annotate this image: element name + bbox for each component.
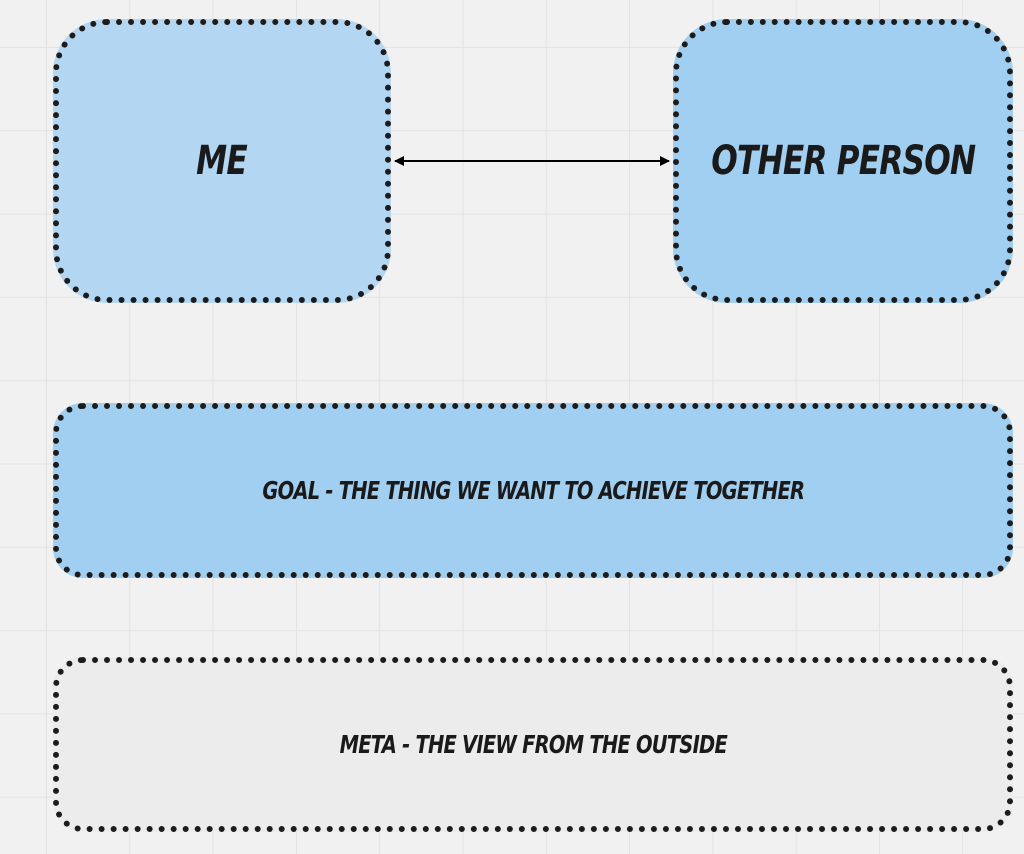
node-me-label: ME (196, 138, 249, 184)
node-other-person-label: OTHER PERSON (710, 138, 976, 184)
node-goal[interactable]: GOAL - THE THING WE WANT TO ACHIEVE TOGE… (53, 403, 1013, 578)
node-goal-label: GOAL - THE THING WE WANT TO ACHIEVE TOGE… (262, 476, 805, 505)
node-meta-label: META - THE VIEW FROM THE OUTSIDE (339, 730, 727, 759)
node-meta[interactable]: META - THE VIEW FROM THE OUTSIDE (53, 657, 1013, 832)
node-other-person[interactable]: OTHER PERSON (673, 19, 1013, 303)
node-me[interactable]: ME (53, 19, 391, 303)
